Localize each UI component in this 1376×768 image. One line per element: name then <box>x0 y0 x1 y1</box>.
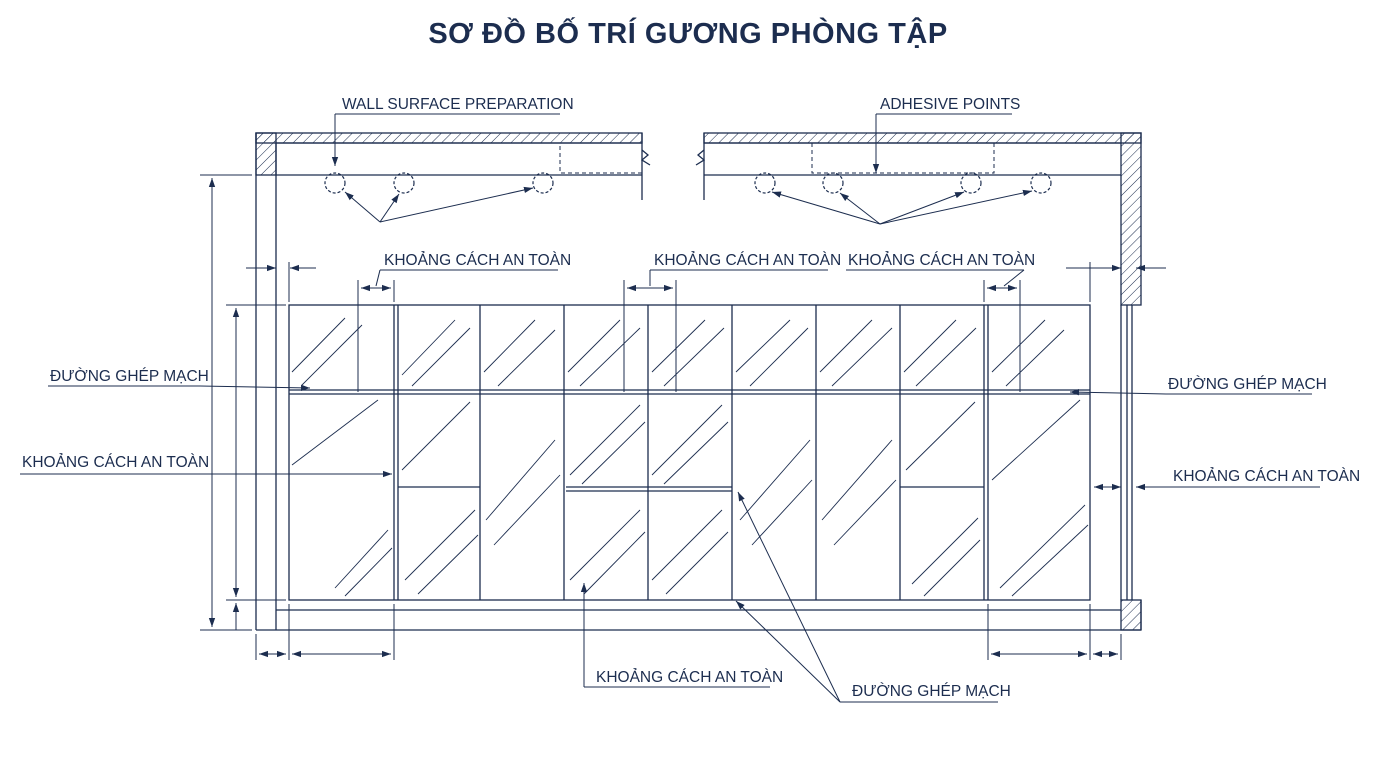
adhesive-point <box>754 172 776 194</box>
glass-reflections <box>291 317 1089 597</box>
adhesive-point <box>960 172 982 194</box>
dimension-lines <box>200 174 1170 660</box>
adhesive-point <box>393 172 415 194</box>
leader-lines <box>20 113 1320 703</box>
adhesive-point <box>822 172 844 194</box>
top-wall-hatch-right <box>703 132 1142 144</box>
label-safe-gap-top-3: KHOẢNG CÁCH AN TOÀN <box>848 252 1035 269</box>
right-wall-hatch <box>1120 132 1142 306</box>
adhesive-points <box>324 172 1052 194</box>
mirror-frame <box>288 304 1091 601</box>
label-joint-line-right: ĐƯỜNG GHÉP MẠCH <box>1168 376 1327 393</box>
label-wall-surface: WALL SURFACE PREPARATION <box>342 96 574 113</box>
top-wall-hatch-left <box>255 132 643 144</box>
label-safe-gap-right: KHOẢNG CÁCH AN TOÀN <box>1173 468 1360 485</box>
label-safe-gap-top-2: KHOẢNG CÁCH AN TOÀN <box>654 252 841 269</box>
right-wall-hatch-bottom <box>1120 599 1142 631</box>
adhesive-point <box>1030 172 1052 194</box>
wall-structure <box>255 132 1142 631</box>
label-safe-gap-top-1: KHOẢNG CÁCH AN TOÀN <box>384 252 571 269</box>
label-safe-gap-bottom: KHOẢNG CÁCH AN TOÀN <box>596 669 783 686</box>
adhesive-point <box>324 172 346 194</box>
adhesive-point <box>532 172 554 194</box>
label-joint-line-left: ĐƯỜNG GHÉP MẠCH <box>50 368 209 385</box>
label-safe-gap-left: KHOẢNG CÁCH AN TOÀN <box>22 454 209 471</box>
annotation-labels: WALL SURFACE PREPARATION ADHESIVE POINTS… <box>22 96 1360 700</box>
label-adhesive-points: ADHESIVE POINTS <box>880 96 1020 113</box>
label-joint-line-bottom: ĐƯỜNG GHÉP MẠCH <box>852 683 1011 700</box>
mirror-wall <box>288 304 1091 601</box>
diagram-title: SƠ ĐỒ BỐ TRÍ GƯƠNG PHÒNG TẬP <box>428 18 948 50</box>
